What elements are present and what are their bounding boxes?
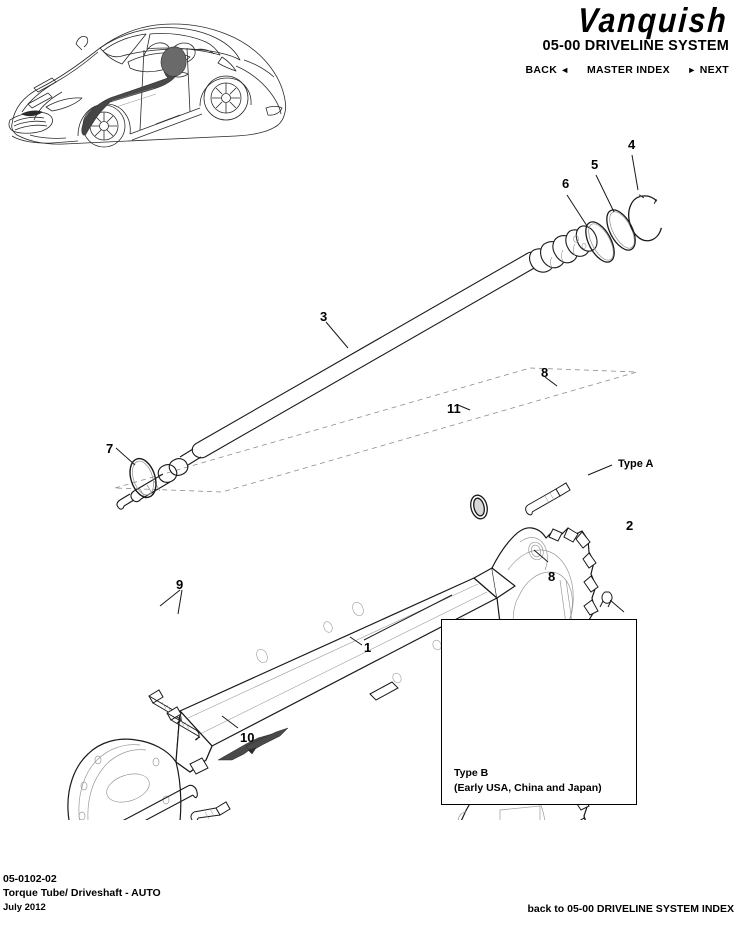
stud-2-part (599, 591, 613, 608)
page-title: 05-00 DRIVELINE SYSTEM (542, 38, 729, 54)
bolt-8-upper-part (525, 482, 571, 516)
input-shaft-stub (122, 784, 198, 820)
callout-8-lower: 8 (548, 569, 556, 584)
callout-6: 6 (562, 176, 570, 191)
oil-seal-11-part (470, 494, 488, 520)
type-b-caption: Type B (Early USA, China and Japan) (454, 766, 602, 796)
wing-badge-icon (217, 727, 289, 761)
callout-3: 3 (320, 309, 328, 324)
page-footer: 05-0102-02 Torque Tube/ Driveshaft - AUT… (0, 855, 737, 925)
callout-10: 10 (240, 730, 255, 745)
bolt-9b-part (166, 706, 201, 741)
o-ring-5-part (606, 209, 636, 251)
type-b-title: Type B (454, 767, 489, 779)
type-b-inset-box: Type B (Early USA, China and Japan) (441, 619, 637, 805)
o-ring-7-part (129, 457, 157, 499)
o-ring-6-part (585, 221, 615, 263)
vehicle-cutaway-illustration (4, 4, 294, 164)
nav-master-index-button[interactable]: MASTER INDEX (586, 64, 670, 76)
front-housing-part (67, 710, 213, 820)
document-title: Torque Tube/ Driveshaft - AUTO (3, 887, 161, 899)
subassembly-boundary (114, 367, 638, 493)
callout-9: 9 (176, 577, 184, 592)
callout-8-upper: 8 (541, 365, 549, 380)
nav-next-button[interactable]: NEXT (699, 64, 729, 76)
callout-7: 7 (106, 441, 114, 456)
navigation-bar: BACK ◄ MASTER INDEX ► NEXT (526, 64, 729, 76)
callout-11: 11 (447, 401, 461, 416)
nav-back-button[interactable]: BACK (525, 64, 558, 76)
callout-leader-lines (115, 154, 639, 791)
callout-4: 4 (628, 137, 636, 152)
callout-1: 1 (364, 640, 372, 655)
callout-5: 5 (591, 157, 599, 172)
driveshaft-part (116, 251, 540, 510)
document-date: July 2012 (3, 901, 46, 913)
callout-2: 2 (626, 518, 634, 533)
footer-document-info: 05-0102-02 Torque Tube/ Driveshaft - AUT… (3, 872, 161, 916)
circlip-4-part (628, 194, 663, 242)
page-header: Vanquish 05-00 DRIVELINE SYSTEM BACK ◄ M… (0, 0, 737, 100)
next-arrow-icon[interactable]: ► (687, 65, 697, 75)
type-b-subtitle: (Early USA, China and Japan) (454, 782, 602, 794)
vanquish-brand-logo: Vanquish (576, 2, 729, 40)
type-a-label: Type A (618, 458, 654, 470)
back-arrow-icon[interactable]: ◄ (560, 65, 570, 75)
document-code: 05-0102-02 (3, 872, 57, 885)
footer-index-link[interactable]: back to 05-00 DRIVELINE SYSTEM INDEX (527, 903, 734, 915)
driveshaft-coupling (529, 225, 598, 273)
bolt-10-part (190, 801, 231, 820)
